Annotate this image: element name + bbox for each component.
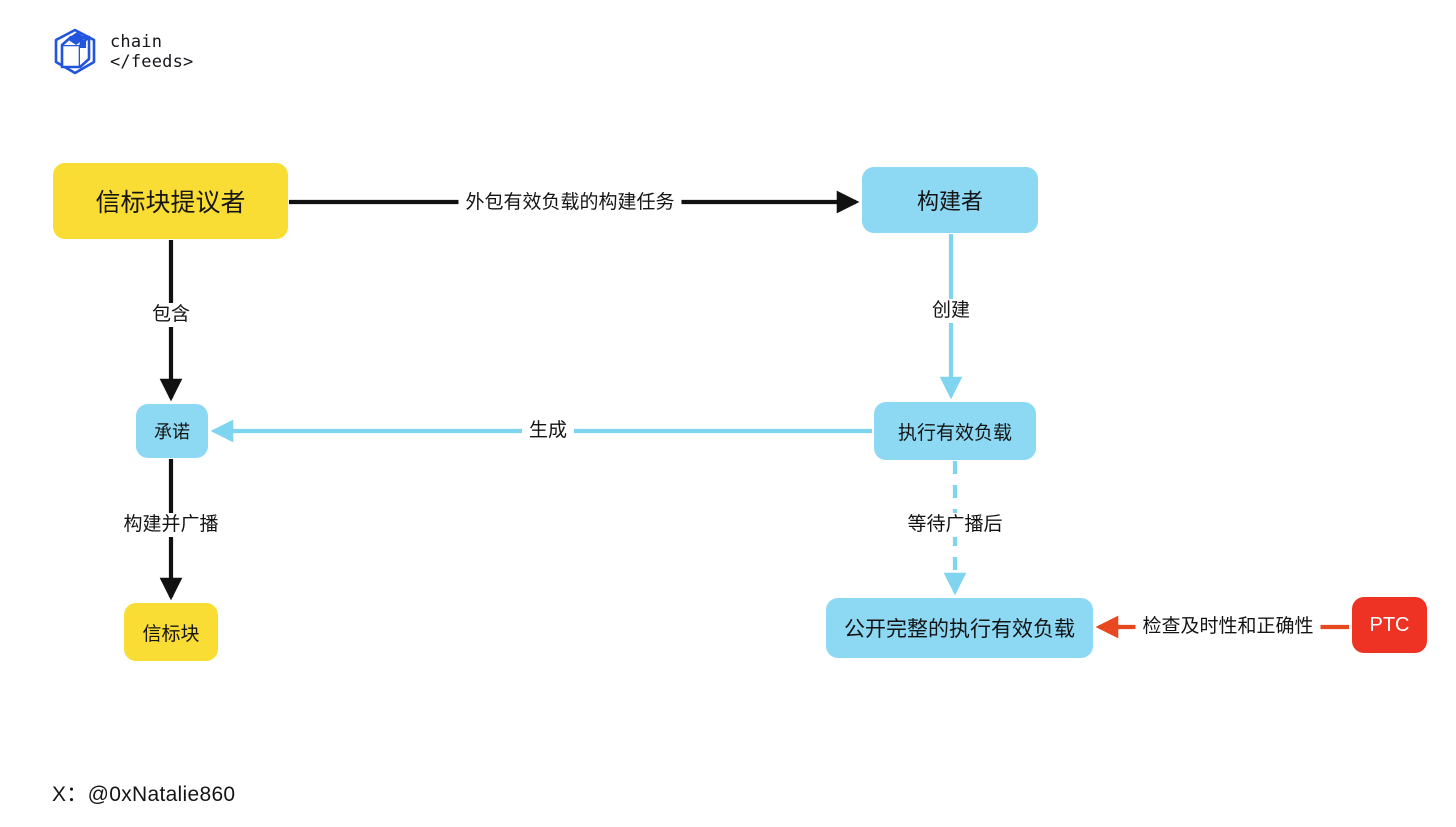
node-builder[interactable]: 构建者: [862, 167, 1038, 233]
node-beacon-block[interactable]: 信标块: [124, 603, 218, 661]
edge-label-contains: 包含: [144, 303, 198, 327]
edge-label-outsource: 外包有效负载的构建任务: [458, 191, 682, 215]
node-ptc[interactable]: PTC: [1352, 597, 1427, 653]
edge-label-build-and-broadcast: 构建并广播: [116, 513, 226, 537]
node-label: 构建者: [916, 189, 983, 214]
edge-label-after-broadcast: 等待广播后: [900, 513, 1010, 537]
node-label: 信标块: [142, 623, 200, 645]
logo-line-2: </feeds>: [110, 52, 194, 72]
node-execution-payload[interactable]: 执行有效负载: [874, 402, 1036, 460]
logo-line-1: chain: [110, 32, 163, 52]
edge-label-generate: 生成: [521, 419, 575, 443]
cube-logo-icon: [54, 28, 96, 75]
node-beacon-block-proposer[interactable]: 信标块提议者: [53, 163, 288, 239]
node-label: PTC: [1369, 613, 1410, 636]
node-label: 承诺: [154, 422, 190, 442]
node-publish-full-execution-payload[interactable]: 公开完整的执行有效负载: [826, 598, 1093, 658]
node-label: 执行有效负载: [897, 422, 1012, 444]
edge-label-create: 创建: [924, 299, 978, 323]
node-label: 信标块提议者: [95, 189, 246, 217]
brand-logo: chain </feeds>: [50, 26, 193, 78]
node-commitment[interactable]: 承诺: [136, 404, 208, 458]
node-label: 公开完整的执行有效负载: [844, 618, 1075, 641]
logo-wordmark: chain </feeds>: [110, 32, 193, 72]
author-handle: X：@0xNatalie860: [52, 783, 236, 806]
edge-label-check-timeliness: 检查及时性和正确性: [1135, 615, 1321, 639]
